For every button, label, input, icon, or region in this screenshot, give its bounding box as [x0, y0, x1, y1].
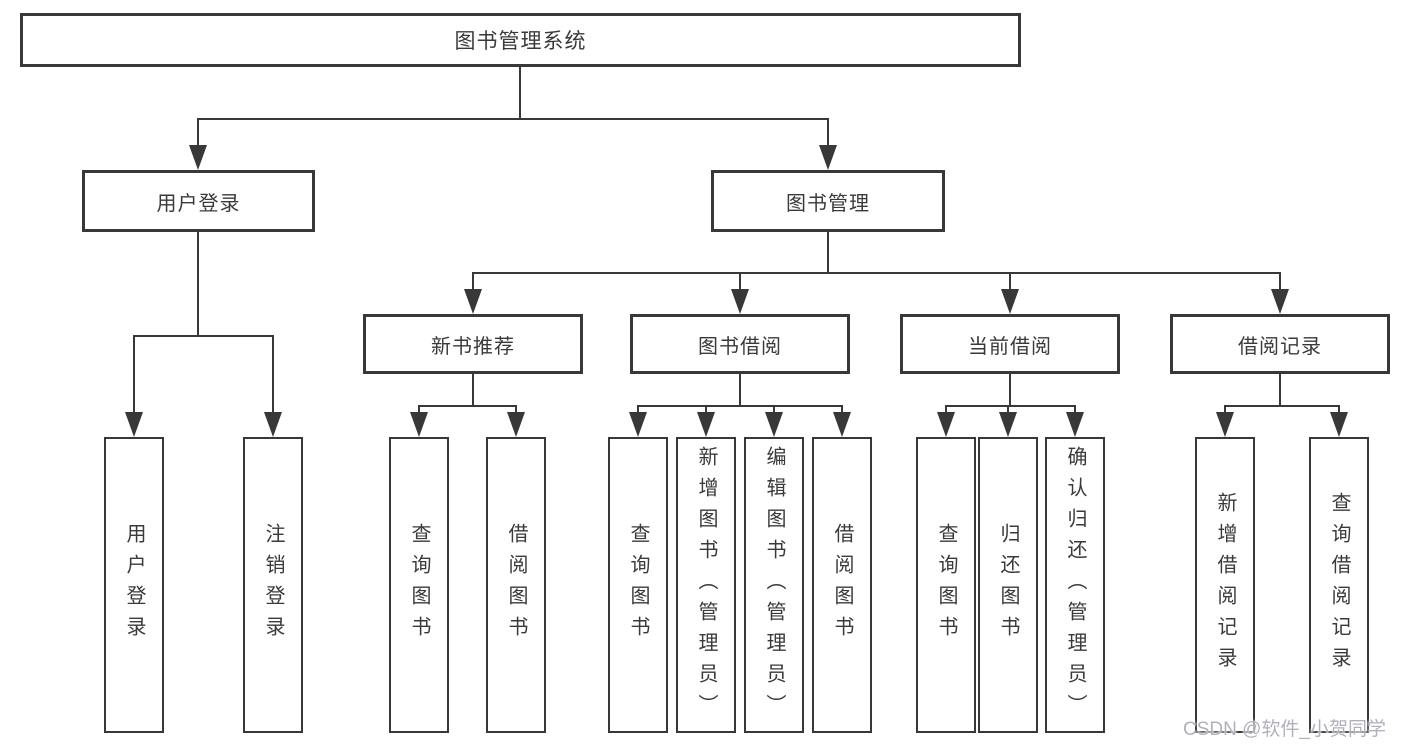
arrow-down-icon	[999, 412, 1017, 437]
csdn-watermark: CSDN @软件_小贺同学	[1183, 719, 1386, 740]
node-book-management-branch: 图书管理	[711, 170, 945, 232]
arrow-down-icon	[1330, 412, 1348, 437]
connector-stem	[827, 232, 829, 274]
node-label: 当前借阅	[968, 335, 1052, 358]
node-label: 借阅记录	[1238, 335, 1322, 358]
connector-hbar	[133, 335, 274, 337]
connector-stem	[739, 374, 741, 407]
leaf-query-book-3: 查询图书	[916, 437, 976, 733]
arrow-down-icon	[410, 412, 428, 437]
leaf-label: 注销登录	[262, 523, 284, 647]
leaf-user-login: 用户登录	[104, 437, 164, 733]
arrow-down-icon	[507, 412, 525, 437]
arrow-down-icon	[464, 289, 482, 314]
arrow-down-icon	[697, 412, 715, 437]
arrow-down-icon	[765, 412, 783, 437]
arrow-down-icon	[125, 412, 143, 437]
node-root: 图书管理系统	[20, 13, 1021, 67]
leaf-label: 借阅图书	[831, 523, 853, 647]
connector-hbar	[637, 405, 843, 407]
node-label: 图书借阅	[698, 335, 782, 358]
connector-drop	[1279, 272, 1281, 294]
leaf-label: 编辑图书（管理员）	[763, 445, 785, 725]
leaf-label: 查询借阅记录	[1328, 492, 1350, 678]
arrow-down-icon	[629, 412, 647, 437]
arrow-down-icon	[833, 412, 851, 437]
leaf-label: 借阅图书	[505, 523, 527, 647]
arrow-down-icon	[731, 289, 749, 314]
leaf-borrow-book-1: 借阅图书	[486, 437, 546, 733]
node-label: 用户登录	[156, 192, 241, 215]
connector-root-hbar	[197, 118, 829, 120]
arrow-down-icon	[1066, 412, 1084, 437]
node-new-book-recommend: 新书推荐	[363, 314, 583, 374]
leaf-query-book-2: 查询图书	[608, 437, 668, 733]
leaf-query-book-1: 查询图书	[389, 437, 449, 733]
connector-drop	[827, 118, 829, 154]
arrow-down-icon	[1001, 289, 1019, 314]
leaf-label: 查询图书	[408, 523, 430, 647]
leaf-label: 归还图书	[997, 523, 1019, 647]
leaf-borrow-book-2: 借阅图书	[812, 437, 872, 733]
leaf-return-book: 归还图书	[978, 437, 1038, 733]
node-label: 图书管理	[786, 192, 870, 215]
arrow-down-icon	[264, 412, 282, 437]
connector-drop	[1009, 272, 1011, 294]
connector-stem	[1009, 374, 1011, 407]
node-borrow-record: 借阅记录	[1170, 314, 1390, 374]
connector-hbar	[945, 405, 1076, 407]
leaf-label: 新增借阅记录	[1214, 492, 1236, 678]
node-label: 新书推荐	[431, 335, 515, 358]
leaf-label: 查询图书	[935, 523, 957, 647]
arrow-down-icon	[937, 412, 955, 437]
leaf-label: 确认归还（管理员）	[1064, 445, 1086, 725]
node-root-label: 图书管理系统	[454, 30, 587, 53]
connector-hbar	[1224, 405, 1340, 407]
leaf-label: 查询图书	[627, 523, 649, 647]
node-current-borrow: 当前借阅	[900, 314, 1120, 374]
connector-drop	[739, 272, 741, 294]
arrow-down-icon	[1271, 289, 1289, 314]
connector-stem	[197, 232, 199, 337]
leaf-label: 新增图书（管理员）	[695, 445, 717, 725]
leaf-add-borrow-record: 新增借阅记录	[1195, 437, 1255, 733]
leaf-logout: 注销登录	[243, 437, 303, 733]
connector-drop	[272, 335, 274, 420]
connector-stem	[472, 374, 474, 407]
node-user-login-branch: 用户登录	[82, 170, 315, 232]
arrow-down-icon	[1216, 412, 1234, 437]
arrow-down-icon	[819, 145, 837, 170]
leaf-add-book-admin: 新增图书（管理员）	[676, 437, 736, 733]
connector-drop	[472, 272, 474, 294]
leaf-confirm-return-admin: 确认归还（管理员）	[1045, 437, 1105, 733]
connector-hbar	[472, 272, 1281, 274]
connector-drop	[133, 335, 135, 420]
leaf-label: 用户登录	[123, 523, 145, 647]
leaf-edit-book-admin: 编辑图书（管理员）	[744, 437, 804, 733]
node-book-borrow: 图书借阅	[630, 314, 850, 374]
connector-hbar	[418, 405, 517, 407]
connector-stem	[1279, 374, 1281, 407]
connector-root-stem	[519, 67, 521, 120]
connector-drop	[197, 118, 199, 154]
arrow-down-icon	[189, 145, 207, 170]
leaf-query-borrow-record: 查询借阅记录	[1309, 437, 1369, 733]
